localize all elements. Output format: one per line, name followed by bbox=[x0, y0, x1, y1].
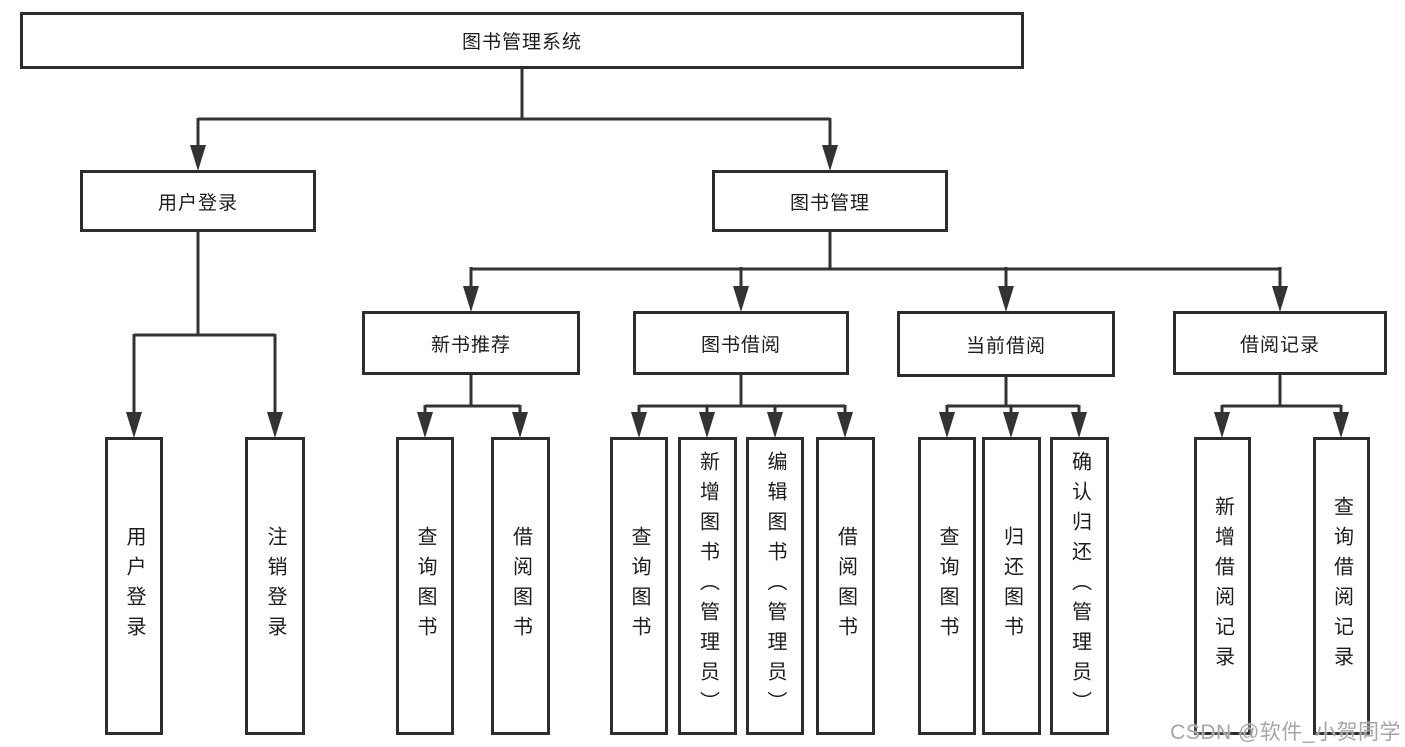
leaf-return-book: 归还图书 bbox=[982, 437, 1041, 735]
leaf-borrow-book-recommend: 借阅图书 bbox=[491, 437, 550, 735]
leaf-add-book-admin: 新增图书（管理员） bbox=[678, 437, 737, 735]
node-book-management: 图书管理 bbox=[712, 170, 948, 232]
node-library-system: 图书管理系统 bbox=[20, 12, 1024, 69]
leaf-confirm-return-admin: 确认归还（管理员） bbox=[1050, 437, 1109, 735]
node-user-login: 用户登录 bbox=[80, 170, 316, 232]
node-current-borrow: 当前借阅 bbox=[897, 311, 1115, 377]
leaf-query-book-recommend: 查询图书 bbox=[396, 437, 454, 735]
leaf-logout-login: 注销登录 bbox=[245, 437, 305, 735]
node-new-book-recommend: 新书推荐 bbox=[362, 311, 580, 375]
leaf-query-book-current: 查询图书 bbox=[918, 437, 976, 735]
node-borrow-record: 借阅记录 bbox=[1173, 311, 1387, 375]
leaf-query-book-borrow: 查询图书 bbox=[610, 437, 668, 735]
leaf-borrow-book: 借阅图书 bbox=[816, 437, 875, 735]
csdn-watermark: CSDN @软件_小贺同学 bbox=[1170, 721, 1401, 744]
leaf-edit-book-admin: 编辑图书（管理员） bbox=[746, 437, 804, 735]
leaf-query-borrow-record: 查询借阅记录 bbox=[1313, 437, 1370, 735]
leaf-add-borrow-record: 新增借阅记录 bbox=[1194, 437, 1251, 735]
node-book-borrow: 图书借阅 bbox=[633, 311, 849, 375]
leaf-user-login: 用户登录 bbox=[105, 437, 163, 735]
